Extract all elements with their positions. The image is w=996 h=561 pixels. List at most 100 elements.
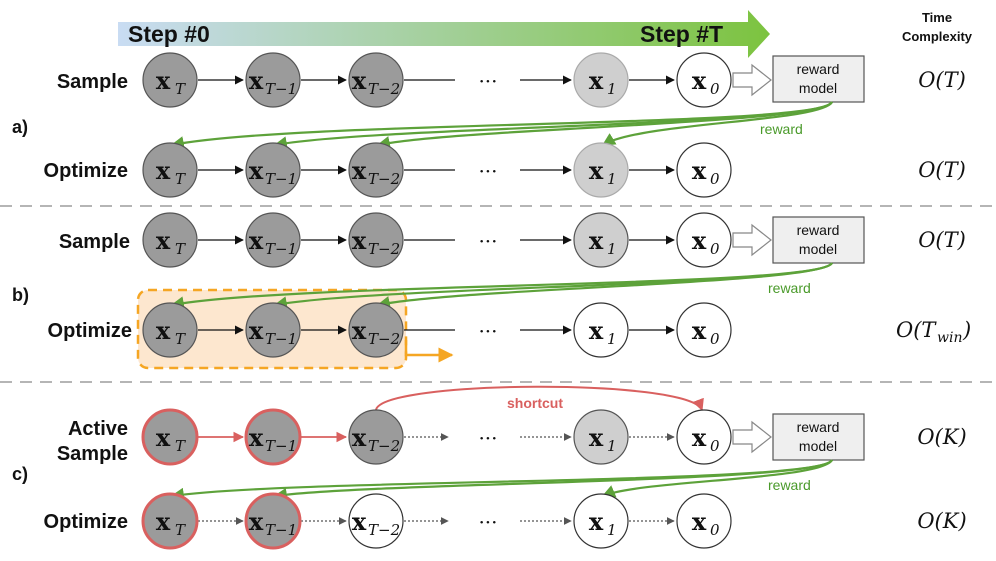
ellipsis: ··· (478, 69, 497, 93)
node-xT-2: x T−2 (348, 409, 404, 465)
node-x0: x 0 (676, 212, 732, 268)
section-c-sample-label-line1: Active (68, 418, 128, 440)
svg-text:x: x (692, 226, 707, 255)
reward-arc (170, 101, 833, 150)
section-b-sample-complexity: O(T) (918, 228, 966, 252)
section-b-sample-label: Sample (59, 231, 130, 253)
node-x1: x 1 (573, 493, 629, 549)
svg-text:T−2: T−2 (368, 80, 400, 98)
node-xT-1: x T−1 (244, 408, 302, 466)
svg-text:x: x (692, 66, 707, 95)
section-b-label: b) (12, 285, 29, 305)
node-x1: x 1 (573, 409, 629, 465)
svg-text:x: x (589, 226, 604, 255)
svg-text:1: 1 (607, 240, 617, 258)
svg-text:x: x (352, 423, 367, 452)
node-x0: x 0 (676, 302, 732, 358)
svg-text:0: 0 (710, 330, 720, 348)
svg-text:T−2: T−2 (368, 437, 400, 455)
node-xT-1: x T−1 (245, 142, 301, 198)
svg-text:x: x (156, 226, 171, 255)
svg-text:0: 0 (710, 521, 720, 539)
node-x0: x 0 (676, 409, 732, 465)
time-complexity-heading-line2: Complexity (902, 29, 973, 44)
svg-text:T−2: T−2 (368, 240, 400, 258)
hollow-arrow (732, 223, 772, 257)
svg-text:reward: reward (797, 419, 840, 435)
svg-text:x: x (156, 156, 171, 185)
section-c-optimize-label: Optimize (44, 511, 128, 533)
ellipsis: ··· (478, 426, 497, 450)
svg-text:x: x (589, 423, 604, 452)
svg-text:x: x (692, 507, 707, 536)
section-a-reward-model: reward model (772, 55, 865, 103)
step-progress-arrow: Step #0 Step #T (118, 10, 770, 58)
svg-text:x: x (156, 66, 171, 95)
svg-text:x: x (352, 156, 367, 185)
node-xT: x T (142, 302, 198, 358)
step-arrow-shape (118, 10, 770, 58)
node-xT-2: x T−2 (348, 52, 404, 108)
node-xT: x T (141, 408, 199, 466)
ellipsis: ··· (478, 159, 497, 183)
node-xT-1: x T−1 (245, 212, 301, 268)
svg-text:x: x (692, 316, 707, 345)
svg-text:0: 0 (710, 437, 720, 455)
section-c-optimize-complexity: O(K) (917, 509, 966, 533)
svg-text:x: x (249, 507, 264, 536)
svg-text:reward: reward (797, 61, 840, 77)
svg-text:x: x (249, 226, 264, 255)
node-xT-2: x T−2 (348, 212, 404, 268)
ellipsis: ··· (478, 319, 497, 343)
svg-text:T−2: T−2 (368, 330, 400, 348)
svg-text:O(T: O(T (896, 318, 937, 342)
svg-text:x: x (352, 226, 367, 255)
node-xT: x T (142, 52, 198, 108)
svg-text:T−1: T−1 (265, 80, 297, 98)
node-x1: x 1 (573, 302, 629, 358)
section-b-optimize-label: Optimize (48, 320, 132, 342)
hollow-arrow (732, 420, 772, 454)
node-x0: x 0 (676, 52, 732, 108)
svg-text:T: T (175, 437, 186, 455)
section-b-reward-label: reward (768, 280, 811, 296)
svg-text:x: x (249, 423, 264, 452)
svg-text:x: x (156, 316, 171, 345)
svg-text:T: T (175, 240, 186, 258)
section-a-sample-complexity: O(T) (918, 68, 966, 92)
svg-text:reward: reward (797, 222, 840, 238)
shortcut-arc (375, 385, 704, 412)
svg-text:model: model (799, 80, 837, 96)
svg-text:x: x (249, 316, 264, 345)
svg-text:): ) (962, 318, 971, 342)
ellipsis: ··· (478, 510, 497, 534)
node-xT-1: x T−1 (245, 302, 301, 358)
section-b-reward-model: reward model (772, 216, 865, 264)
svg-text:T−2: T−2 (368, 521, 400, 539)
step-end-label: Step #T (640, 21, 723, 47)
svg-text:x: x (589, 507, 604, 536)
svg-text:x: x (249, 66, 264, 95)
svg-text:0: 0 (710, 80, 720, 98)
svg-text:0: 0 (710, 240, 720, 258)
node-x1: x 1 (573, 142, 629, 198)
section-c-sample-label-line2: Sample (57, 443, 128, 465)
section-c-sample-complexity: O(K) (917, 425, 966, 449)
reward-arc (601, 459, 833, 498)
node-xT-1: x T−1 (245, 52, 301, 108)
svg-text:T−2: T−2 (368, 170, 400, 188)
svg-text:x: x (352, 316, 367, 345)
svg-text:win: win (937, 330, 962, 346)
node-xT-1: x T−1 (244, 492, 302, 550)
section-a-reward-label: reward (760, 121, 803, 137)
node-xT: x T (142, 212, 198, 268)
svg-text:T−1: T−1 (265, 521, 297, 539)
reward-arc (376, 101, 833, 150)
svg-text:model: model (799, 438, 837, 454)
node-xT-2: x T−2 (348, 302, 404, 358)
node-x0: x 0 (676, 142, 732, 198)
svg-text:T−1: T−1 (265, 437, 297, 455)
section-c-reward-model: reward model (772, 413, 865, 461)
svg-text:x: x (352, 507, 367, 536)
svg-text:x: x (692, 156, 707, 185)
